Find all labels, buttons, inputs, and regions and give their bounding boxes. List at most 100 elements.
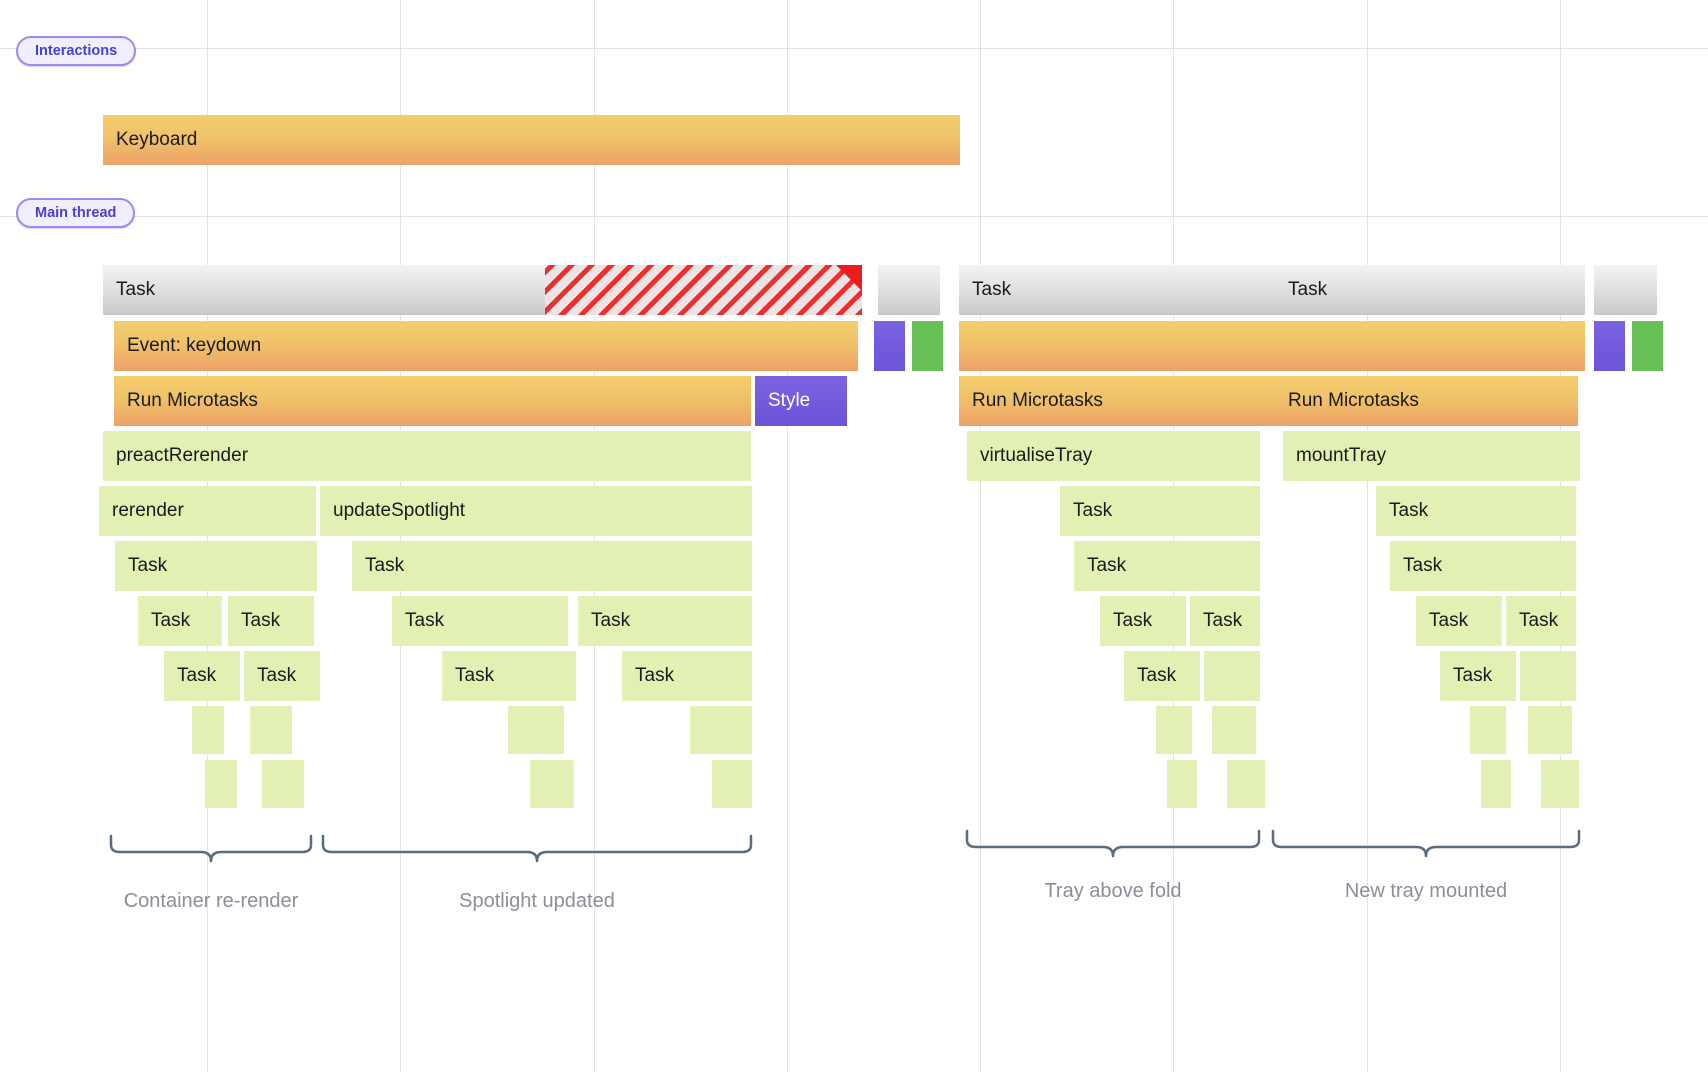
flame-block-r5-0-task[interactable]: Task xyxy=(115,541,317,591)
flame-block-r3-0-preactrerender[interactable]: preactRerender xyxy=(103,431,751,481)
flame-block-r6-5-task[interactable]: Task xyxy=(1190,596,1260,646)
flame-block-r0-4-unlabeled[interactable] xyxy=(1594,265,1657,315)
flame-block-r2-3-run-microtasks[interactable]: Run Microtasks xyxy=(1275,376,1578,426)
flame-block-r7-7-unlabeled[interactable] xyxy=(1520,651,1576,701)
flame-block-label: Task xyxy=(116,279,156,300)
flame-block-label: Task xyxy=(405,610,445,631)
annotation-container-rerender-caption: Container re-render xyxy=(123,890,299,912)
flame-block-r5-3-task[interactable]: Task xyxy=(1390,541,1576,591)
flame-block-label: Task xyxy=(1073,500,1113,521)
flame-block-r8-1-unlabeled[interactable] xyxy=(250,706,292,754)
flame-block-label: Task xyxy=(1087,555,1127,576)
flame-block-r2-1-style[interactable]: Style xyxy=(755,376,847,426)
flame-block-r2-0-run-microtasks[interactable]: Run Microtasks xyxy=(114,376,751,426)
flame-block-label: Task xyxy=(365,555,405,576)
flame-block-r5-2-task[interactable]: Task xyxy=(1074,541,1260,591)
flame-block-r6-0-task[interactable]: Task xyxy=(138,596,222,646)
flame-block-label: Task xyxy=(1389,500,1429,521)
flame-block-r9-5-unlabeled[interactable] xyxy=(1227,760,1265,808)
flame-block-r4-0-rerender[interactable]: rerender xyxy=(99,486,316,536)
flame-block-label: Task xyxy=(257,665,297,686)
flame-block-r2-2-run-microtasks[interactable]: Run Microtasks xyxy=(959,376,1287,426)
flame-block-r1-6-unlabeled[interactable] xyxy=(1632,321,1663,371)
annotation-tray-above-fold-caption: Tray above fold xyxy=(1044,880,1182,902)
flame-block-r7-0-task[interactable]: Task xyxy=(164,651,240,701)
flame-block-r6-1-task[interactable]: Task xyxy=(228,596,314,646)
flame-block-r9-7-unlabeled[interactable] xyxy=(1541,760,1579,808)
flame-block-r6-3-task[interactable]: Task xyxy=(578,596,752,646)
flame-block-r6-4-task[interactable]: Task xyxy=(1100,596,1186,646)
flame-block-r0-2-task[interactable]: Task xyxy=(959,265,1287,315)
long-task-marker[interactable] xyxy=(545,265,862,315)
track-label-interactions[interactable]: Interactions xyxy=(16,36,137,66)
flame-block-label: Task xyxy=(1429,610,1469,631)
flame-block-r8-7-unlabeled[interactable] xyxy=(1528,706,1572,754)
flame-block-label: Task xyxy=(1137,665,1177,686)
flame-block-r4-3-task[interactable]: Task xyxy=(1376,486,1576,536)
flame-block-r7-2-task[interactable]: Task xyxy=(442,651,576,701)
flame-block-r7-6-task[interactable]: Task xyxy=(1440,651,1516,701)
flame-block-r0-3-task[interactable]: Task xyxy=(1275,265,1585,315)
interaction-block-keyboard[interactable]: Keyboard xyxy=(103,115,960,165)
long-task-corner-triangle-icon xyxy=(836,265,862,291)
flame-block-label: Task xyxy=(241,610,281,631)
flame-block-r6-2-task[interactable]: Task xyxy=(392,596,568,646)
flame-block-label: Task xyxy=(635,665,675,686)
flame-block-r8-0-unlabeled[interactable] xyxy=(192,706,224,754)
annotation-new-tray-mounted-caption: New tray mounted xyxy=(1344,880,1508,902)
track-label-interactions-text: Interactions xyxy=(35,43,118,59)
flame-block-r8-3-unlabeled[interactable] xyxy=(690,706,752,754)
flame-block-r3-1-virtualisetray[interactable]: virtualiseTray xyxy=(967,431,1260,481)
flame-block-r7-3-task[interactable]: Task xyxy=(622,651,752,701)
flame-block-r9-0-unlabeled[interactable] xyxy=(205,760,237,808)
flame-block-r1-0-event-keydown[interactable]: Event: keydown xyxy=(114,321,858,371)
flame-block-r8-6-unlabeled[interactable] xyxy=(1470,706,1506,754)
gridline-3 xyxy=(787,0,788,1072)
flame-block-r6-6-task[interactable]: Task xyxy=(1416,596,1502,646)
flame-block-r7-5-unlabeled[interactable] xyxy=(1204,651,1260,701)
flame-block-r9-1-unlabeled[interactable] xyxy=(262,760,304,808)
flame-block-label: virtualiseTray xyxy=(980,445,1093,466)
flame-block-label: Keyboard xyxy=(116,129,198,150)
flame-block-r9-3-unlabeled[interactable] xyxy=(712,760,752,808)
gridline-6 xyxy=(1367,0,1368,1072)
flame-block-r9-2-unlabeled[interactable] xyxy=(530,760,574,808)
flame-block-r9-6-unlabeled[interactable] xyxy=(1481,760,1511,808)
flame-block-r8-5-unlabeled[interactable] xyxy=(1212,706,1256,754)
gridline-0 xyxy=(207,0,208,1072)
flame-block-r1-2-unlabeled[interactable] xyxy=(912,321,943,371)
flame-block-r0-1-unlabeled[interactable] xyxy=(878,265,940,315)
track-label-main-thread[interactable]: Main thread xyxy=(16,198,136,228)
flame-block-label: mountTray xyxy=(1296,445,1387,466)
annotation-new-tray-mounted-brace xyxy=(1271,829,1581,858)
flame-block-label: Event: keydown xyxy=(127,335,262,356)
flame-block-r4-1-updatespotlight[interactable]: updateSpotlight xyxy=(320,486,752,536)
flame-block-r9-4-unlabeled[interactable] xyxy=(1167,760,1197,808)
flame-block-r5-1-task[interactable]: Task xyxy=(352,541,752,591)
flame-block-label: Task xyxy=(177,665,217,686)
flame-block-r7-1-task[interactable]: Task xyxy=(244,651,320,701)
flame-block-r8-2-unlabeled[interactable] xyxy=(508,706,564,754)
flame-block-r1-1-unlabeled[interactable] xyxy=(874,321,905,371)
flame-block-r1-3-unlabeled[interactable] xyxy=(959,321,1287,371)
flame-block-r6-7-task[interactable]: Task xyxy=(1506,596,1576,646)
flame-block-label: Task xyxy=(455,665,495,686)
gridline-2 xyxy=(594,0,595,1072)
flame-block-r7-4-task[interactable]: Task xyxy=(1124,651,1200,701)
annotation-tray-above-fold-brace xyxy=(965,829,1261,858)
flame-block-r1-4-unlabeled[interactable] xyxy=(1275,321,1585,371)
flame-block-r1-5-unlabeled[interactable] xyxy=(1594,321,1625,371)
flame-block-r4-2-task[interactable]: Task xyxy=(1060,486,1260,536)
track-label-main-thread-text: Main thread xyxy=(35,205,117,221)
flame-block-label: Task xyxy=(1203,610,1243,631)
annotation-spotlight-updated-brace xyxy=(321,834,753,863)
flame-block-label: Task xyxy=(972,279,1012,300)
flame-block-label: Task xyxy=(1403,555,1443,576)
flame-block-label: Task xyxy=(128,555,168,576)
flame-block-r8-4-unlabeled[interactable] xyxy=(1156,706,1192,754)
flame-block-r3-2-mounttray[interactable]: mountTray xyxy=(1283,431,1580,481)
annotation-spotlight-updated-caption: Spotlight updated xyxy=(459,890,615,912)
track-separator-1 xyxy=(0,216,1708,217)
flame-block-label: Task xyxy=(591,610,631,631)
